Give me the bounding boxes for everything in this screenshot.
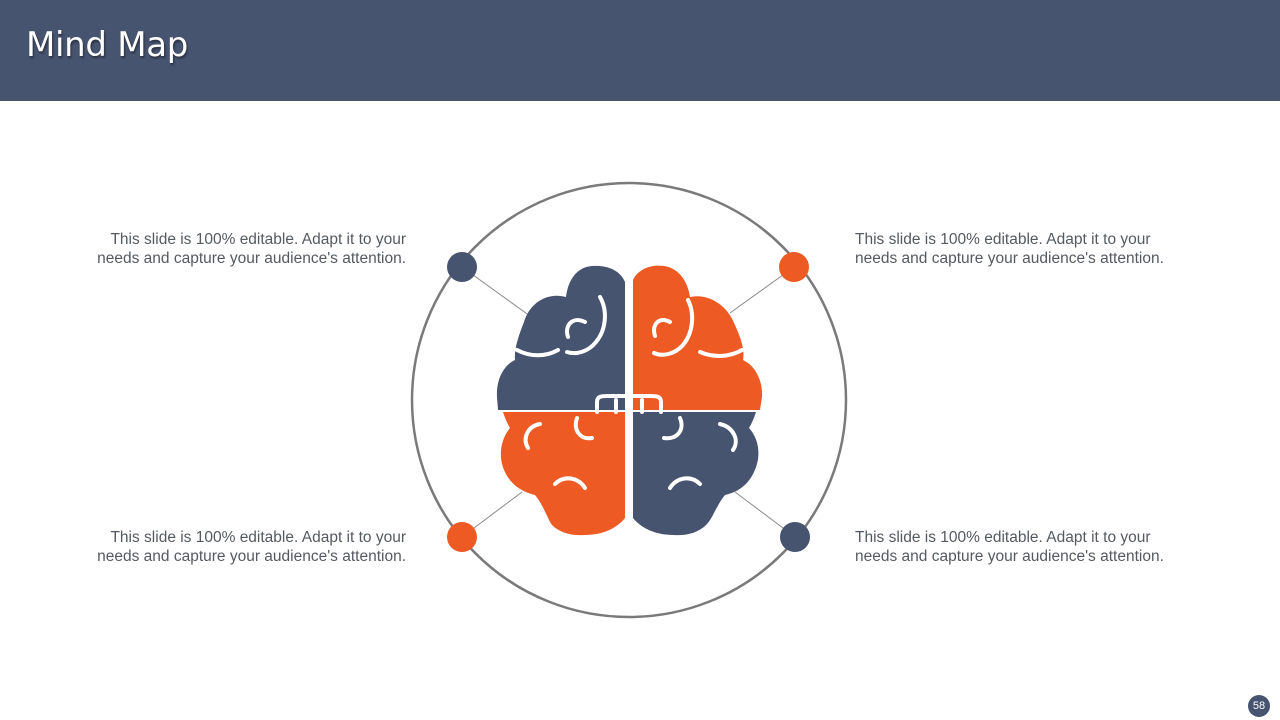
note-top-right: This slide is 100% editable. Adapt it to… <box>855 231 1164 267</box>
brain-lobe-top-left <box>496 265 625 410</box>
header-bar: Mind Map <box>0 0 1280 101</box>
note-top-left: This slide is 100% editable. Adapt it to… <box>97 231 406 267</box>
node-dot-top-right <box>779 252 809 282</box>
brain-lobe-bottom-left <box>500 412 625 536</box>
node-dot-top-left <box>447 252 477 282</box>
brain-fissures <box>515 295 744 490</box>
brain-icon <box>496 265 763 536</box>
node-dot-bottom-right <box>780 522 810 552</box>
note-bottom-right: This slide is 100% editable. Adapt it to… <box>855 529 1164 565</box>
node-dot-bottom-left <box>447 522 477 552</box>
page-number-badge: 58 <box>1248 695 1270 717</box>
note-bottom-left: This slide is 100% editable. Adapt it to… <box>97 529 406 565</box>
brain-lobe-bottom-right <box>633 412 759 536</box>
outer-ring <box>410 181 848 619</box>
brain-lobe-top-right <box>633 265 763 410</box>
slide-title: Mind Map <box>26 25 189 65</box>
